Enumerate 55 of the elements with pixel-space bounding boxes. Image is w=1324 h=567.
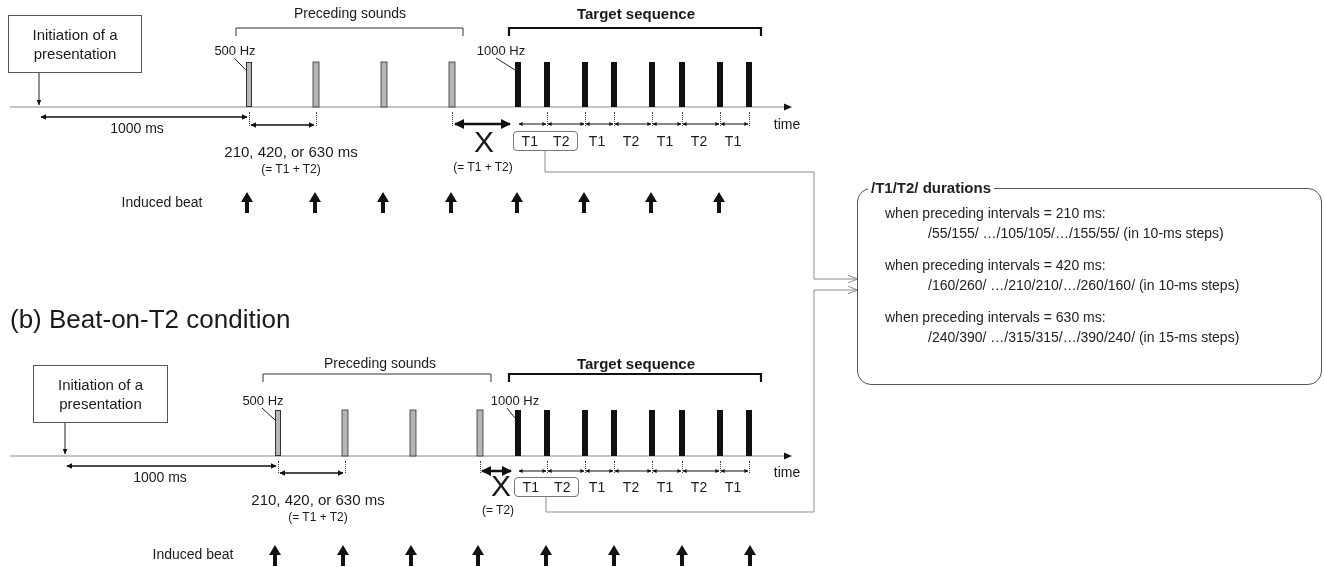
leader-line: [506, 407, 516, 419]
interval-label: T1: [724, 479, 742, 496]
leader-line: [495, 57, 516, 71]
duration-label: 1000 ms: [133, 469, 187, 486]
tone-bar: [246, 62, 252, 107]
process-box: Initiation of a presentation: [8, 15, 142, 73]
interval-note: (= T2): [481, 503, 515, 517]
interval-label: T2: [690, 479, 708, 496]
value-text: /160/260/ …/210/210/…/260/160/ (in 10-ms steps): [928, 276, 1240, 295]
duration-label: 1000 ms: [110, 120, 164, 137]
row-label: Induced beat: [121, 194, 203, 211]
interval-label: T2: [690, 133, 708, 150]
bracket-label: Target sequence: [576, 5, 696, 22]
row-label: Induced beat: [152, 546, 234, 563]
bracket-label: Preceding sounds: [293, 5, 407, 22]
duration-note: (= T1 + T2): [261, 162, 321, 176]
interval-label: T2: [622, 133, 640, 150]
duration-label: 210, 420, or 630 ms: [251, 491, 385, 508]
tone-bar: [275, 410, 281, 456]
condition-text: when preceding intervals = 420 ms:: [885, 256, 1106, 275]
bracket-label: Preceding sounds: [323, 355, 437, 372]
interval-label: T1: [656, 479, 674, 496]
duration-label: 210, 420, or 630 ms: [224, 143, 358, 160]
arrow: [62, 422, 68, 455]
frequency-label: 500 Hz: [208, 43, 262, 58]
interval-label: T1: [521, 133, 538, 149]
interval-group-box: [514, 477, 579, 497]
interval-label: X: [474, 127, 494, 157]
value-text: /240/390/ …/315/315/…/390/240/ (in 15-ms steps): [928, 328, 1240, 347]
interval-label: T2: [622, 479, 640, 496]
interval-label: T1: [656, 133, 674, 150]
process-box: Initiation of a presentation: [33, 365, 168, 423]
interval-label: X: [491, 471, 511, 501]
duration-note: (= T1 + T2): [288, 510, 348, 524]
frequency-label: 1000 Hz: [486, 393, 544, 408]
arrow: [544, 150, 858, 284]
arrow: [36, 72, 42, 106]
interval-label: T2: [554, 479, 571, 495]
interval-note: (= T1 + T2): [453, 160, 513, 174]
interval-label: T1: [588, 133, 606, 150]
frequency-label: 500 Hz: [236, 393, 290, 408]
interval-label: T1: [724, 133, 742, 150]
arrow: [545, 285, 858, 513]
interval-group-box: [513, 131, 578, 151]
axis-label: time: [773, 116, 801, 133]
bracket-label: Target sequence: [576, 355, 696, 372]
panel-title: (b) Beat-on-T2 condition: [10, 304, 291, 334]
condition-text: when preceding intervals = 630 ms:: [885, 308, 1106, 327]
axis-label: time: [773, 464, 801, 481]
interval-label: T2: [553, 133, 570, 149]
interval-label: T1: [522, 479, 539, 495]
interval-label: T1: [588, 479, 606, 496]
value-text: /55/155/ …/105/105/…/155/55/ (in 10-ms steps): [928, 224, 1224, 243]
condition-text: when preceding intervals = 210 ms:: [885, 204, 1106, 223]
frequency-label: 1000 Hz: [470, 43, 532, 58]
